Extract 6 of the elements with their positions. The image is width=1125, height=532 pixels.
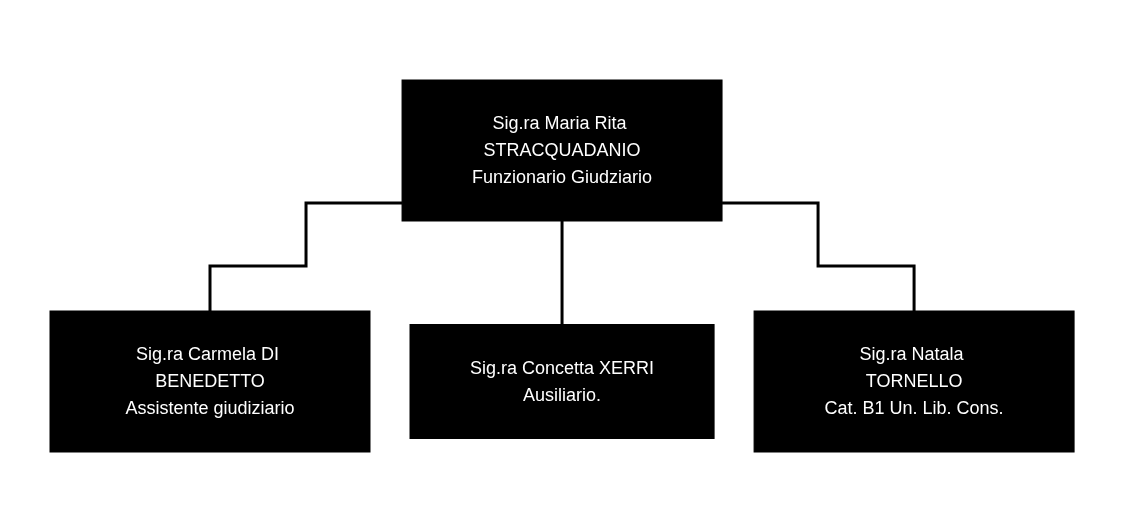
node-box: Sig.ra Maria Rita STRACQUADANIO Funzionario Giudziario [402, 79, 723, 222]
node-box: Sig.ra Concetta XERRI Ausiliario. [409, 324, 716, 439]
connector [722, 201, 917, 313]
node-box: Sig.ra Natala TORNELLO Cat. B1 Un. Lib. Cons. [754, 310, 1076, 453]
connector [208, 201, 403, 313]
node-box: Sig.ra Carmela DI BENEDETTO Assistente giudiziario [49, 310, 371, 453]
